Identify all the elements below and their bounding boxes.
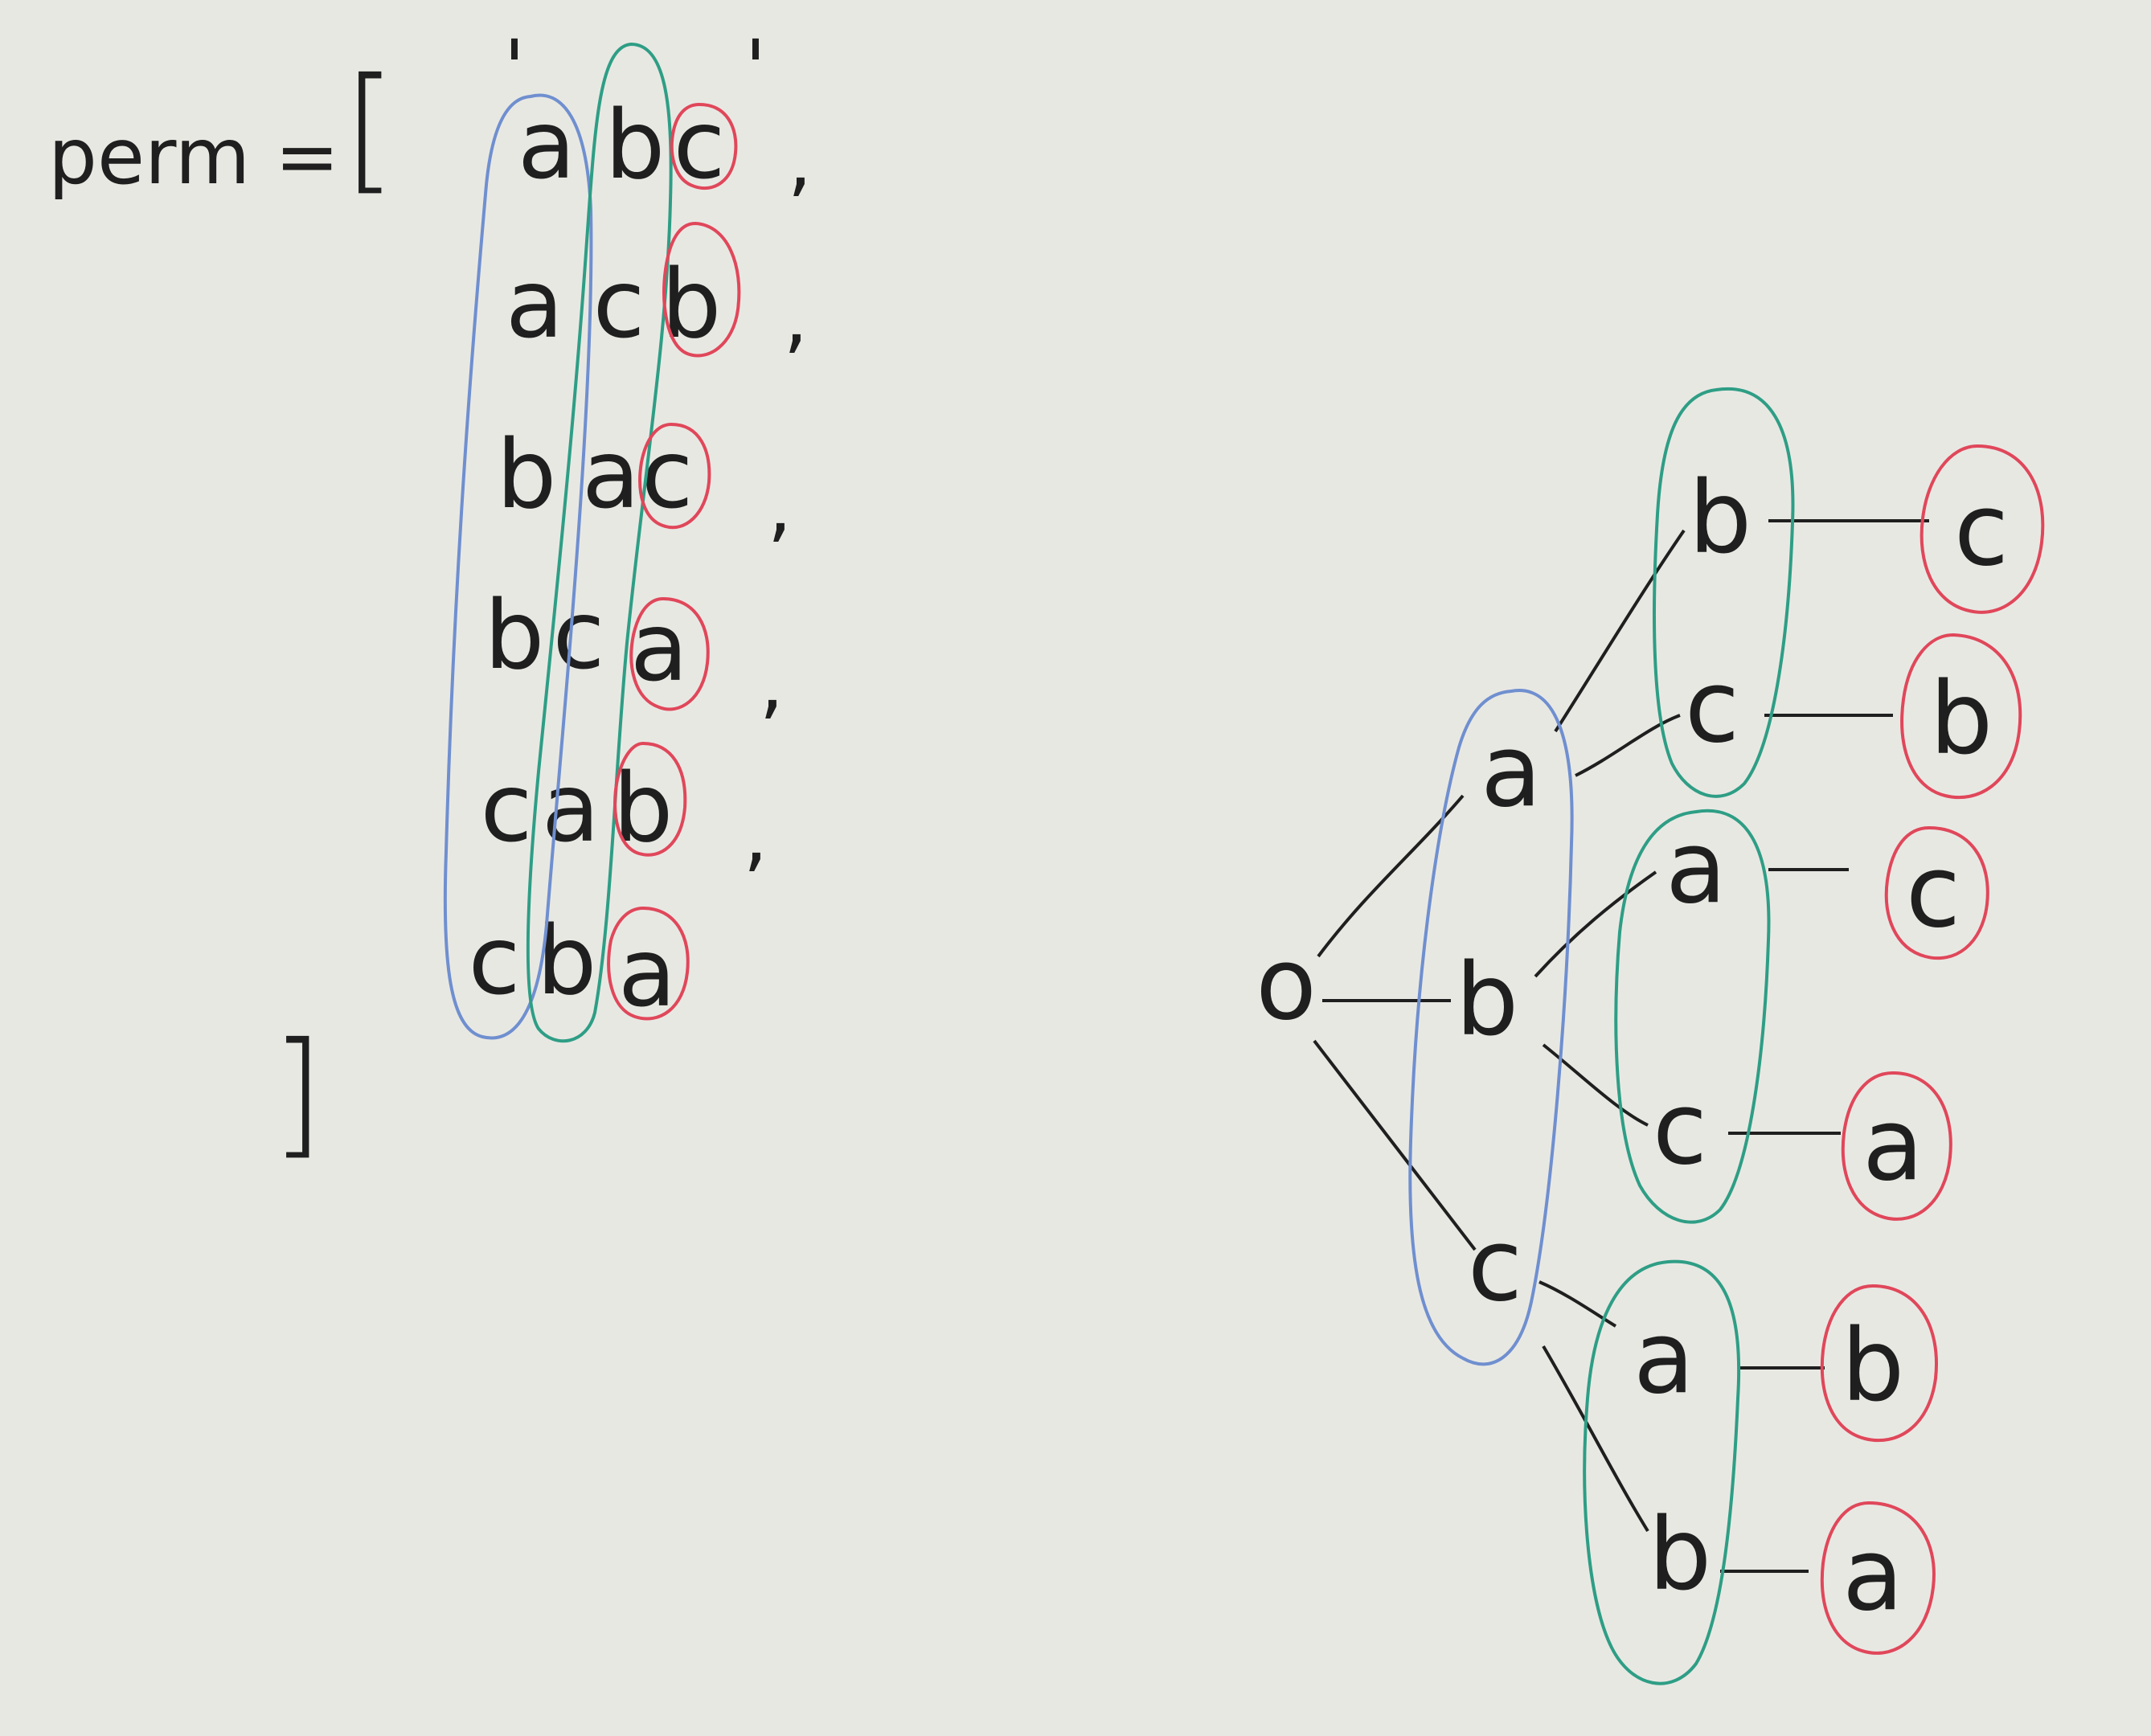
- blue-level1-loop: [1408, 689, 1574, 1366]
- tree-level2-node: a: [1665, 810, 1727, 926]
- edge-c-b: [1542, 1345, 1649, 1533]
- perm-letter: c: [553, 579, 605, 690]
- tree-level3-node: c: [1954, 473, 2009, 588]
- edge-b-c: [1542, 1043, 1649, 1127]
- perm-comma: ,: [768, 461, 793, 551]
- perm-letter: a: [582, 419, 640, 530]
- red-leaf-circle: [1841, 1071, 1952, 1221]
- red-leaf-circle: [1900, 633, 2022, 800]
- red-letter-circle: [629, 596, 710, 711]
- tree-level3-node: b: [1842, 1308, 1905, 1424]
- perm-letter: b: [497, 419, 557, 530]
- red-letter-circle: [662, 221, 741, 358]
- tree-level3-node: b: [1930, 661, 1993, 777]
- tree-level2-node: c: [1653, 1071, 1707, 1187]
- perm-comma: ,: [788, 116, 813, 206]
- edge-c-a: [1538, 1280, 1617, 1328]
- perm-letter: a: [506, 248, 563, 359]
- red-letter-circle: [638, 422, 711, 530]
- edge-a-b: [1554, 529, 1686, 733]
- tree-level3-node: a: [1842, 1517, 1903, 1633]
- tree-level2-node: b: [1649, 1497, 1712, 1613]
- green-group-loop: [1653, 387, 1795, 798]
- blue-column-loop: [443, 93, 593, 1040]
- perm-letter: b: [605, 89, 666, 200]
- perm-comma: ,: [760, 638, 785, 728]
- edge-a-c: [1575, 714, 1681, 777]
- perm-row-6: c b a: [469, 905, 677, 1028]
- red-letter-circle: [607, 906, 690, 1021]
- perm-letter: a: [542, 752, 600, 863]
- red-letter-circle: [613, 741, 687, 857]
- perm-title: perm =: [48, 112, 339, 202]
- red-letter-circle: [670, 102, 738, 190]
- left-column-loops: [443, 42, 741, 1043]
- tree-level3-node: a: [1862, 1087, 1924, 1203]
- red-leaf-circle: [1820, 1501, 1936, 1655]
- green-group-loop: [1614, 809, 1771, 1224]
- perm-letter: b: [613, 752, 674, 863]
- edge-root-c: [1313, 1039, 1477, 1251]
- perm-letter: c: [469, 905, 521, 1016]
- tree-loops: [1408, 387, 2045, 1685]
- perm-row-2: a c b ,: [506, 248, 808, 362]
- tree-level2-node: b: [1689, 461, 1752, 576]
- tree-level1-node: b: [1456, 943, 1519, 1058]
- perm-letter: c: [593, 248, 645, 359]
- tree-level1-node: a: [1481, 714, 1542, 829]
- perm-letter: c: [481, 752, 533, 863]
- red-leaf-circle: [1820, 1284, 1938, 1443]
- perm-letter: b: [662, 248, 722, 359]
- tree-nodes: o a b c b c a c a b c b c a b a: [1256, 461, 2009, 1633]
- close-bracket: ]: [271, 1013, 324, 1173]
- perm-letter: b: [485, 579, 545, 690]
- open-bracket: [: [343, 49, 396, 208]
- close-quote: ': [745, 23, 766, 113]
- tree-level2-node: c: [1685, 649, 1739, 765]
- perm-letter: a: [618, 917, 676, 1028]
- red-leaf-circle: [1920, 444, 2045, 614]
- perm-letter: a: [518, 89, 576, 200]
- tree-level2-node: a: [1633, 1300, 1694, 1416]
- perm-row-5: c a b ,: [481, 752, 768, 881]
- perm-row-4: b c a ,: [485, 579, 785, 728]
- tree-level3-node: c: [1906, 834, 1960, 950]
- tree-root-node: o: [1256, 927, 1317, 1042]
- perm-letter: a: [630, 592, 688, 702]
- red-leaf-circle: [1884, 825, 1989, 960]
- tree-level1-node: c: [1468, 1208, 1522, 1324]
- edge-b-a: [1534, 870, 1657, 978]
- perm-comma: ,: [744, 791, 768, 881]
- perm-comma: ,: [784, 272, 809, 362]
- green-group-loop: [1583, 1259, 1741, 1685]
